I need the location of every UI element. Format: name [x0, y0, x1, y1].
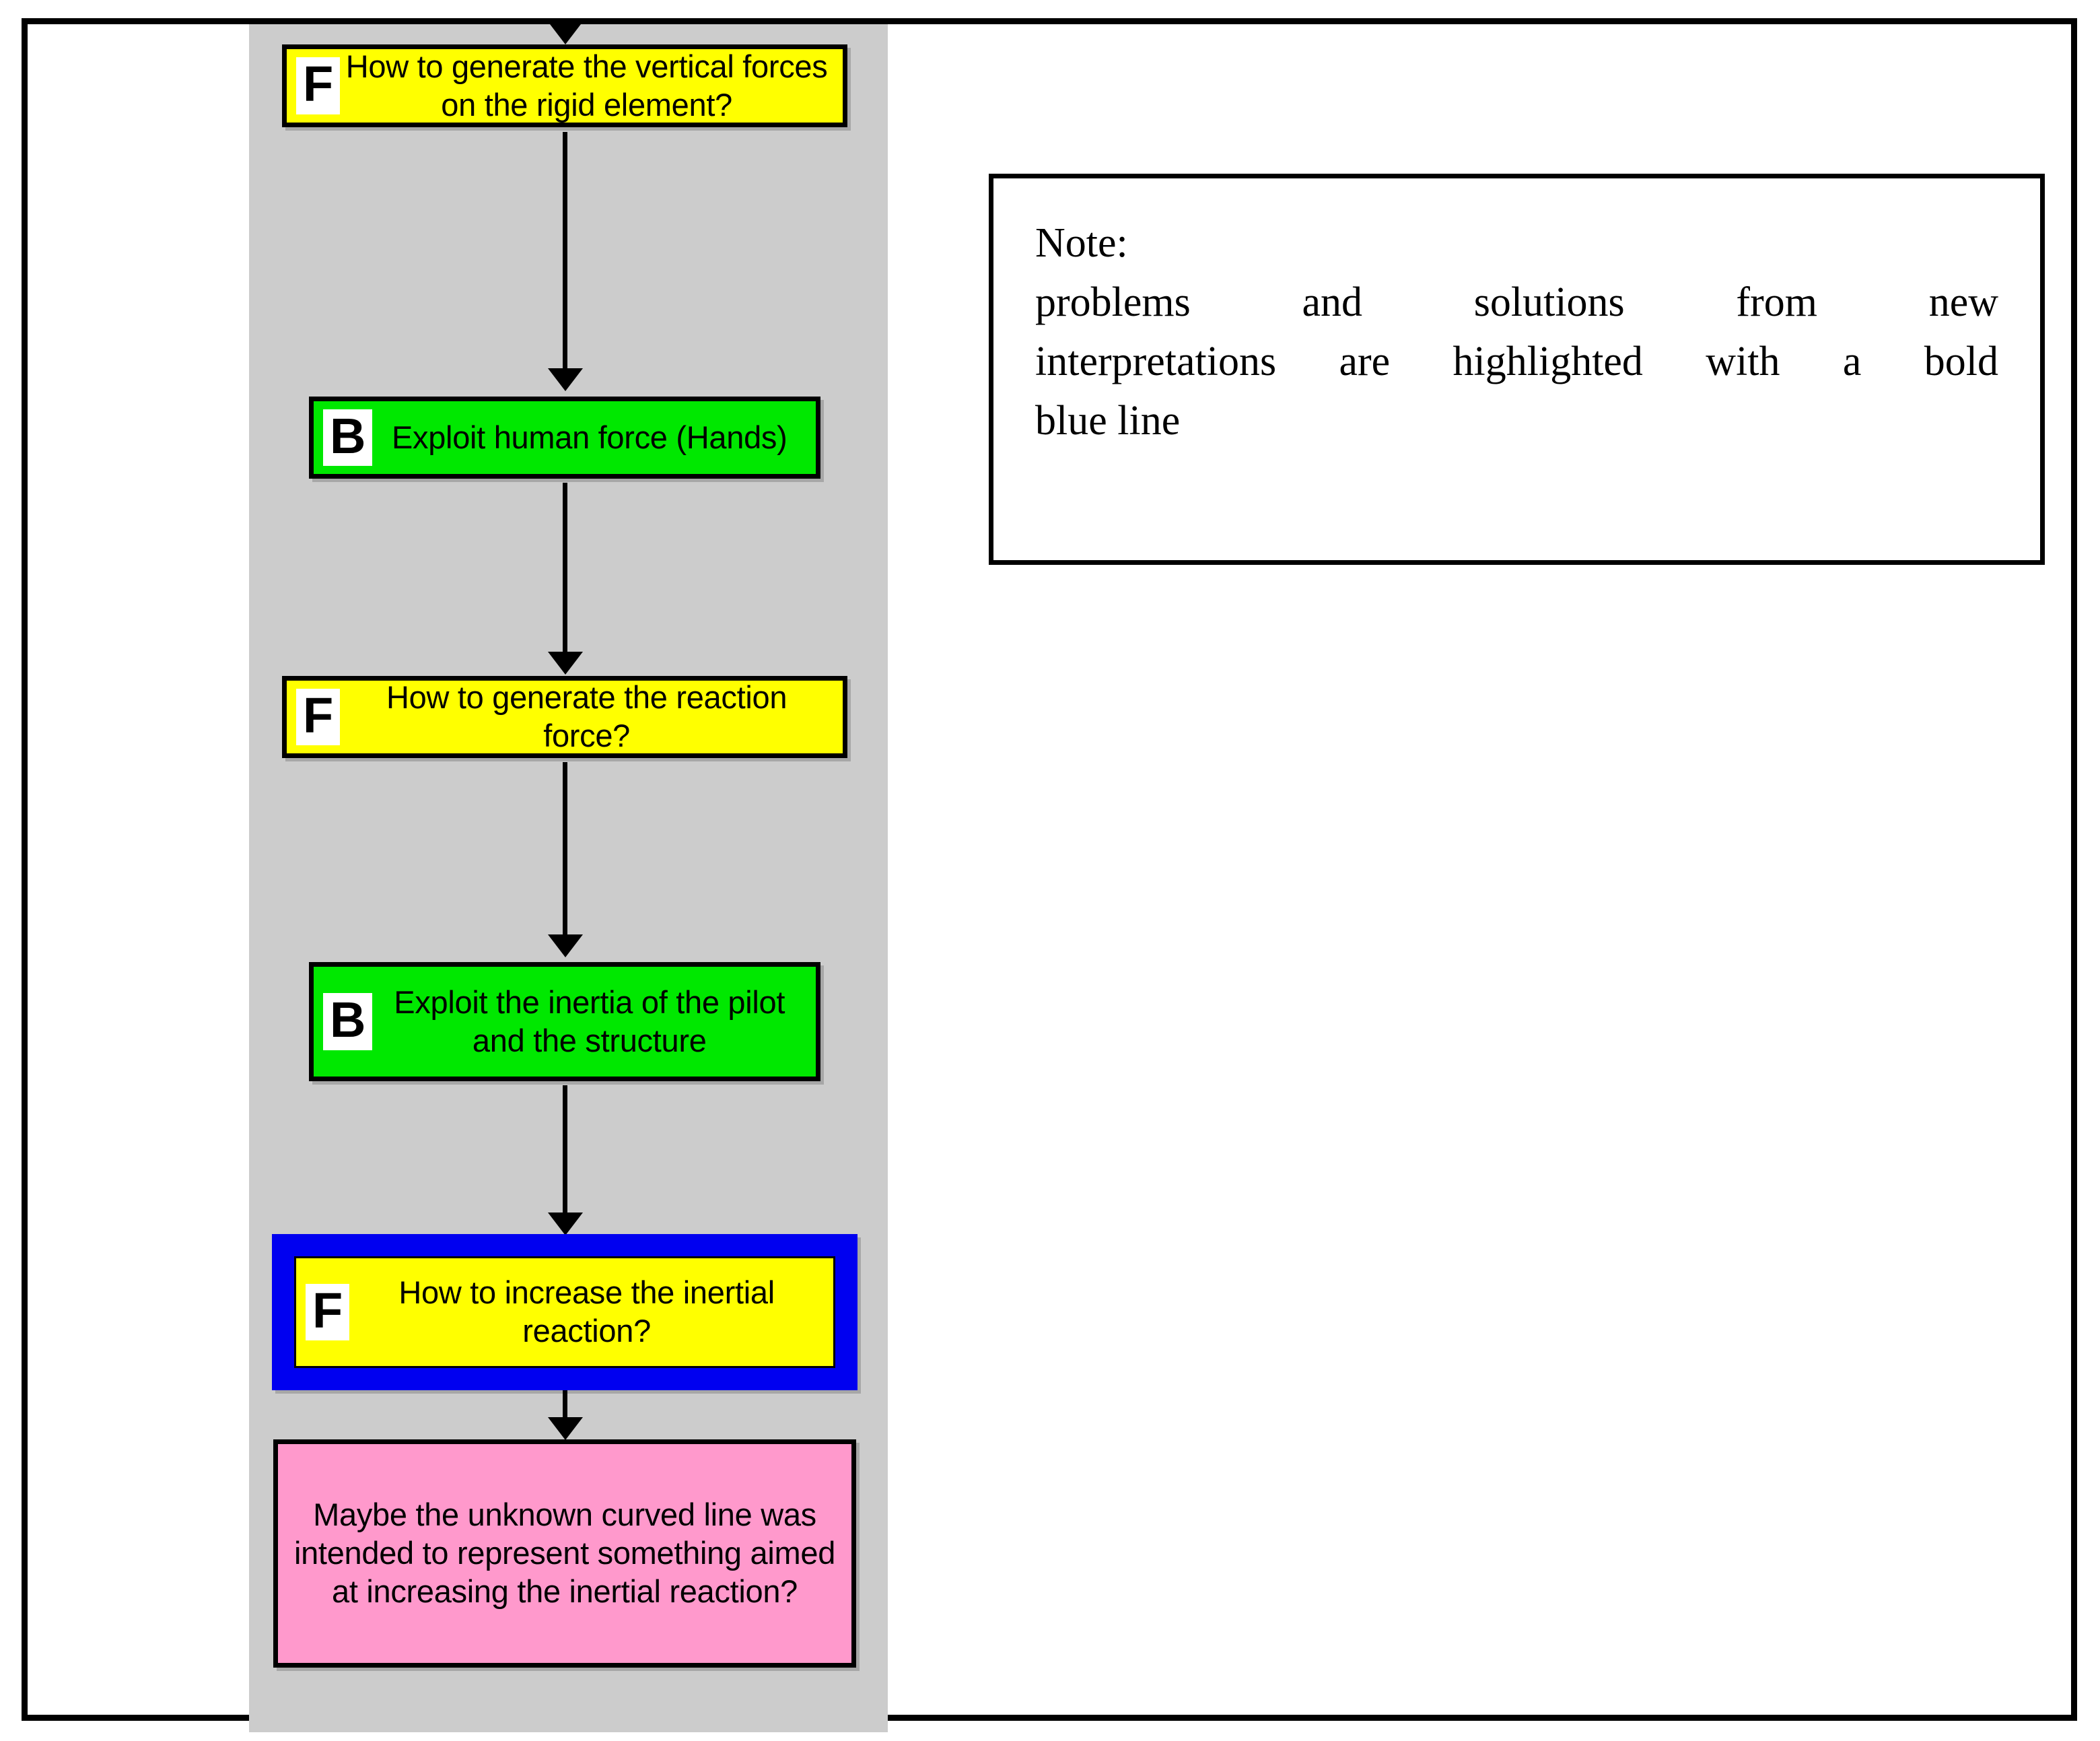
node-label: Maybe the unknown curved line was intend…: [293, 1497, 836, 1609]
node-content: F How to generate the reaction force?: [287, 679, 843, 755]
arrow-incoming: [563, 5, 567, 24]
flow-node-problem-increase-inertial[interactable]: F How to increase the inertial reaction?: [294, 1256, 835, 1368]
arrow-node4-node5: [563, 1085, 567, 1215]
node-badge-b: B: [323, 409, 373, 467]
arrow-node5-node6: [563, 1390, 567, 1420]
node-content: F How to increase the inertial reaction?: [296, 1274, 833, 1351]
node-badge-f: F: [296, 688, 341, 746]
note-title: Note:: [1035, 220, 1128, 266]
node-label: How to generate the reaction force?: [386, 679, 788, 753]
arrow-node2-node3: [563, 483, 567, 654]
note-line-1: problems and solutions from new: [1035, 279, 1998, 326]
arrow-node1-node2: [563, 132, 567, 371]
node-label: Exploit human force (Hands): [391, 419, 788, 455]
node-content: Maybe the unknown curved line was intend…: [278, 1496, 851, 1611]
flow-node-problem-vertical-forces[interactable]: F How to generate the vertical forces on…: [282, 44, 847, 127]
flow-node-problem-increase-inertial-highlight[interactable]: F How to increase the inertial reaction?: [272, 1234, 858, 1390]
note-body: problems and solutions from new interpre…: [1035, 273, 1998, 450]
flow-node-solution-inertia[interactable]: B Exploit the inertia of the pilot and t…: [309, 962, 820, 1081]
node-label: How to increase the inertial reaction?: [398, 1274, 775, 1349]
node-badge-b: B: [323, 993, 373, 1050]
arrow-node3-node4: [563, 762, 567, 937]
node-label: Exploit the inertia of the pilot and the…: [394, 984, 785, 1058]
node-badge-f: F: [306, 1283, 350, 1341]
node-content: B Exploit human force (Hands): [314, 409, 816, 467]
node-content: F How to generate the vertical forces on…: [287, 48, 843, 125]
node-label: How to generate the vertical forces on t…: [345, 48, 828, 123]
note-panel: Note: problems and solutions from new in…: [989, 174, 2045, 565]
page-frame: F How to generate the vertical forces on…: [22, 18, 2077, 1732]
node-content: B Exploit the inertia of the pilot and t…: [314, 984, 816, 1060]
flow-node-hypothesis-curved-line[interactable]: Maybe the unknown curved line was intend…: [273, 1439, 856, 1668]
flowchart-panel: F How to generate the vertical forces on…: [249, 24, 888, 1732]
note-line-3: blue line: [1035, 398, 1181, 444]
note-line-2: interpretations are highlighted with a b…: [1035, 339, 1998, 385]
flow-node-solution-human-force[interactable]: B Exploit human force (Hands): [309, 397, 820, 479]
node-badge-f: F: [296, 57, 341, 114]
flow-node-problem-reaction-force[interactable]: F How to generate the reaction force?: [282, 676, 847, 758]
